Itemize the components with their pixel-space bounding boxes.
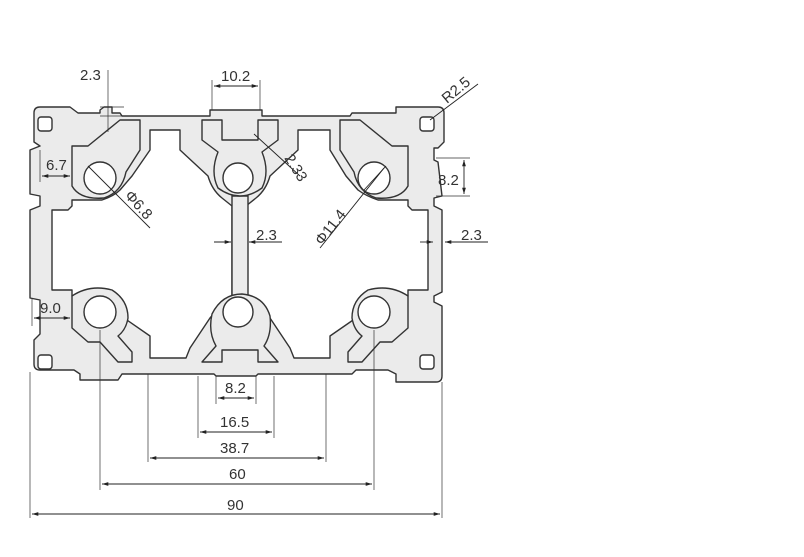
dim-bottom-groove: 38.7 [220,440,249,457]
corner-cavity-br [419,354,435,370]
profile-section [29,106,445,383]
dim-overall-width: 90 [227,497,244,514]
corner-cavity-tr [419,116,435,132]
dim-side-wall: 2.3 [461,227,482,244]
dim-side-slot: 8.2 [438,172,459,189]
dim-top-wall: 2.3 [80,67,101,84]
dim-web: 2.3 [256,227,277,244]
hole-bottom-left [83,295,117,329]
right-cavity [245,129,429,359]
dim-slot-opening: 10.2 [221,68,250,85]
boss-top-right [339,119,409,199]
hole-bottom-right [357,295,391,329]
dim-edge-offset: 6.7 [46,157,67,174]
center-web [231,195,249,301]
left-cavity [51,129,233,359]
corner-cavity-bl [37,354,53,370]
boss-bottom-center [201,293,279,363]
dim-bottom-slot: 8.2 [225,380,246,397]
dim-hole-centers: 60 [229,466,246,483]
dim-corner-radius: R2.5 [439,74,474,107]
dim-bottom-inner: 16.5 [220,414,249,431]
corner-cavity-tl [37,116,53,132]
hole-bottom-center [222,296,254,328]
dim-edge-inner: 9.0 [40,300,61,317]
hole-top-center [222,162,254,194]
